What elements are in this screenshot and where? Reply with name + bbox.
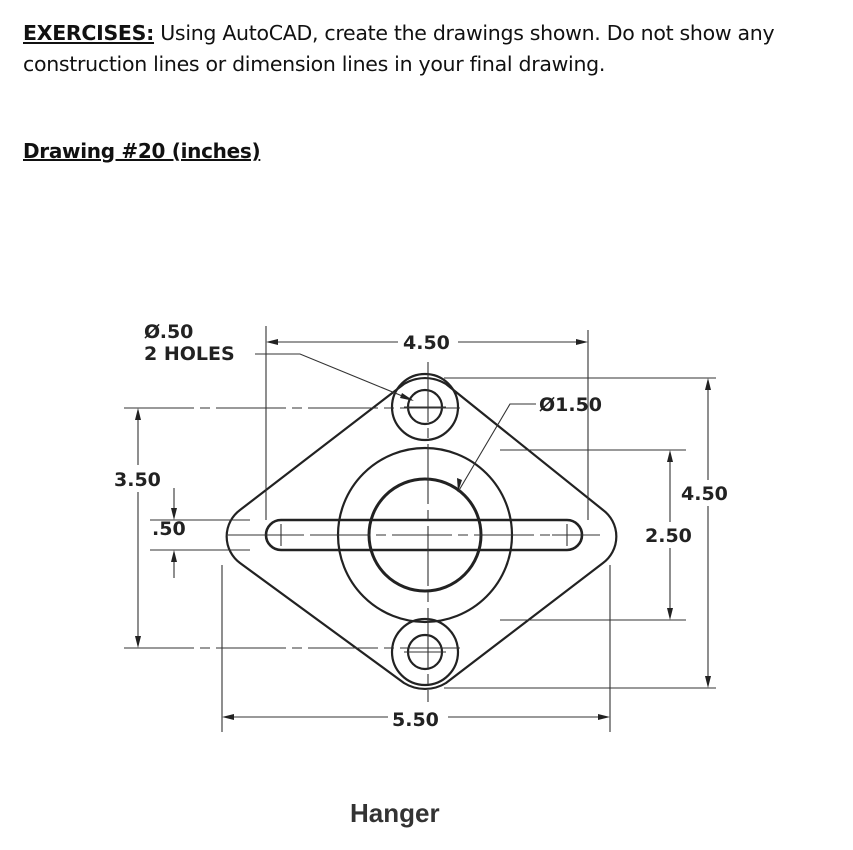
- arrowheads: [135, 339, 711, 720]
- hole-count-label: 2 HOLES: [144, 343, 235, 365]
- top-width-label: 4.50: [403, 332, 450, 354]
- center-diameter-label: Ø1.50: [539, 394, 602, 416]
- instructions-lead: EXERCISES:: [23, 21, 155, 45]
- top-boss-circle: [390, 372, 460, 442]
- right-inner-label: 2.50: [645, 525, 692, 547]
- part-name: Hanger: [350, 798, 440, 828]
- slot: [264, 518, 584, 552]
- outer-outline: [225, 377, 618, 690]
- right-height-label: 4.50: [681, 483, 728, 505]
- hole-diameter-label: Ø.50: [144, 321, 193, 343]
- slot-width-label: .50: [152, 518, 186, 540]
- bottom-width-label: 5.50: [392, 709, 439, 731]
- drawing-title: Drawing #20 (inches): [23, 139, 261, 163]
- instructions-text: Using AutoCAD, create the drawings shown…: [23, 21, 775, 76]
- center-lines: [124, 362, 600, 702]
- dimension-lines: [137, 326, 716, 732]
- bottom-boss-circle: [390, 617, 460, 687]
- left-height-label: 3.50: [114, 469, 161, 491]
- instructions: EXERCISES: Using AutoCAD, create the dra…: [23, 18, 823, 80]
